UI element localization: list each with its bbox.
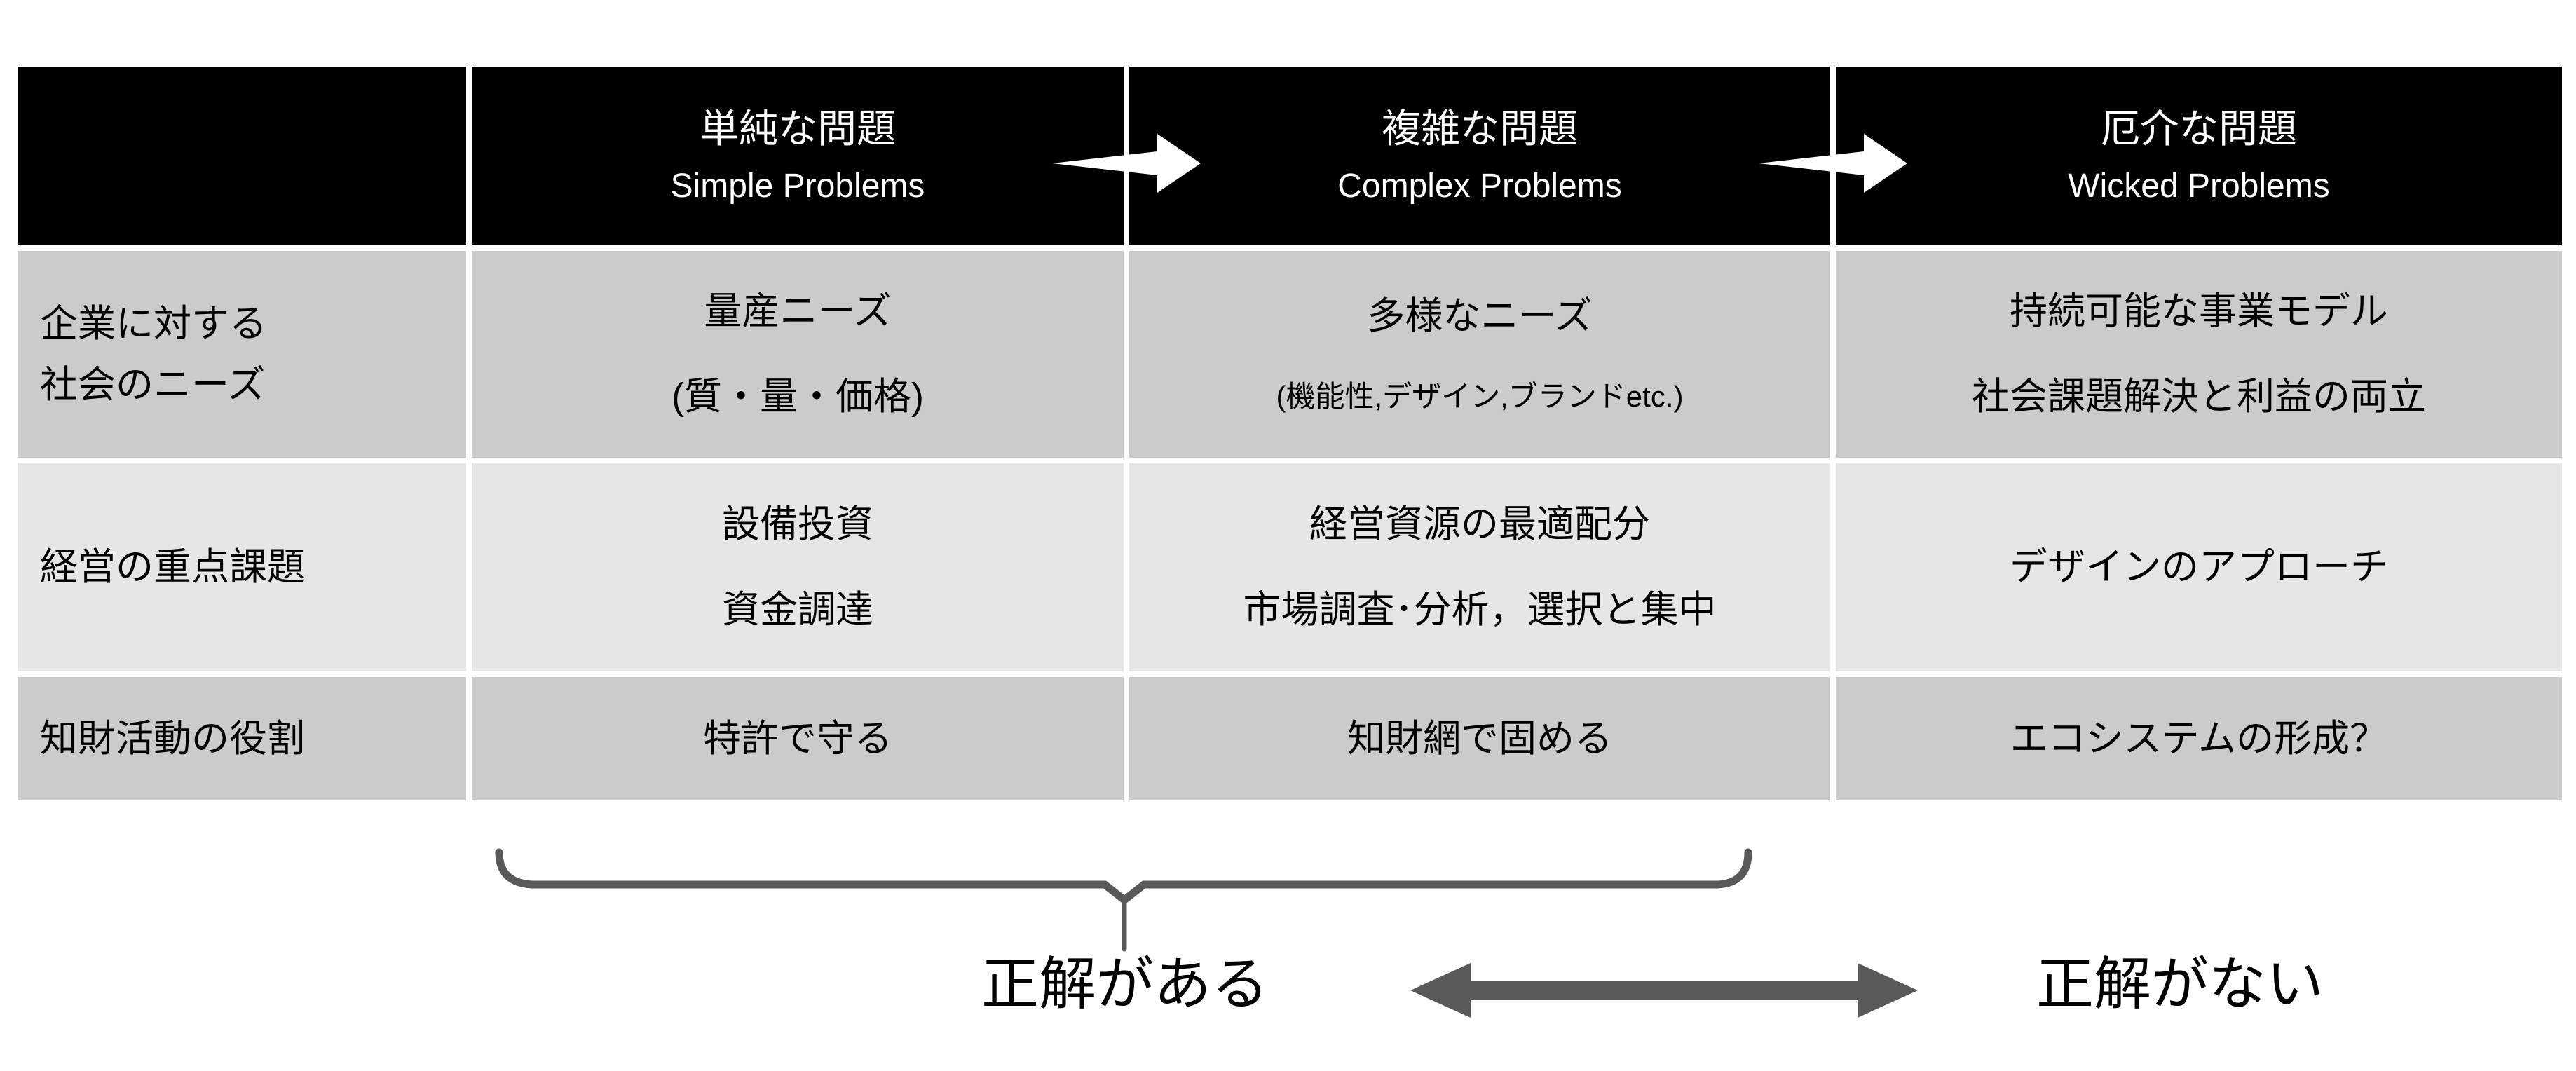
left-right-arrow-icon: [1410, 963, 1918, 1018]
cell-line: 市場調査･分析，選択と集中: [1243, 589, 1717, 631]
cell-complex-management: 経営資源の最適配分 市場調査･分析，選択と集中: [1129, 463, 1830, 671]
row-label-ip-activity-role: 知財活動の役割: [18, 677, 466, 800]
cell-line: エコシステムの形成？: [2010, 717, 2388, 760]
cell-line: 量産ニーズ: [704, 290, 892, 333]
cell-line: 社会課題解決と利益の両立: [1972, 376, 2426, 418]
cell-line: 持続可能な事業モデル: [2010, 290, 2388, 333]
cell-line: デザインのアプローチ: [2010, 546, 2388, 589]
row-label-line: 企業に対する: [40, 302, 267, 345]
cell-wicked-social-needs: 持続可能な事業モデル 社会課題解決と利益の両立: [1836, 251, 2562, 458]
row-label-line: 経営の重点課題: [40, 546, 305, 589]
header-en-wicked: Wicked Problems: [2068, 167, 2330, 205]
comparison-table: 単純な問題 Simple Problems 複雑な問題 Complex Prob…: [18, 67, 2562, 800]
cell-simple-management: 設備投資 資金調達: [472, 463, 1124, 671]
header-en-complex: Complex Problems: [1337, 167, 1622, 205]
cell-line: 資金調達: [722, 589, 873, 631]
cell-line: 設備投資: [722, 503, 873, 546]
cell-simple-ip: 特許で守る: [472, 677, 1124, 800]
cell-line: 多様なニーズ: [1367, 294, 1593, 337]
header-cell-complex-problems: 複雑な問題 Complex Problems: [1129, 67, 1830, 245]
cell-line: (機能性,デザイン,ブランドetc.): [1276, 380, 1684, 414]
header-en-simple: Simple Problems: [670, 167, 925, 205]
cell-wicked-management: デザインのアプローチ: [1836, 463, 2562, 671]
row-label-line: 社会のニーズ: [40, 363, 266, 406]
cell-line: 特許で守る: [703, 717, 892, 760]
cell-line: 経営資源の最適配分: [1309, 503, 1650, 546]
cell-line: 知財網で固める: [1347, 717, 1612, 760]
horizontal-brace-icon: [495, 848, 1752, 905]
cell-complex-social-needs: 多様なニーズ (機能性,デザイン,ブランドetc.): [1129, 251, 1830, 458]
cell-complex-ip: 知財網で固める: [1129, 677, 1830, 800]
cell-line: (質・量・価格): [672, 376, 924, 418]
header-jp-complex: 複雑な問題: [1382, 106, 1578, 151]
label-no-correct-answer: 正解がない: [2036, 953, 2324, 1016]
header-cell-simple-problems: 単純な問題 Simple Problems: [472, 67, 1124, 245]
cell-simple-social-needs: 量産ニーズ (質・量・価格): [472, 251, 1124, 458]
label-has-correct-answer: 正解がある: [981, 953, 1269, 1016]
header-corner-cell: [18, 67, 466, 245]
header-cell-wicked-problems: 厄介な問題 Wicked Problems: [1836, 67, 2562, 245]
header-jp-simple: 単純な問題: [700, 106, 896, 151]
row-label-social-needs: 企業に対する 社会のニーズ: [18, 251, 466, 458]
row-label-line: 知財活動の役割: [40, 717, 305, 760]
cell-wicked-ip: エコシステムの形成？: [1836, 677, 2562, 800]
header-jp-wicked: 厄介な問題: [2101, 106, 2297, 151]
row-label-management-priorities: 経営の重点課題: [18, 463, 466, 671]
